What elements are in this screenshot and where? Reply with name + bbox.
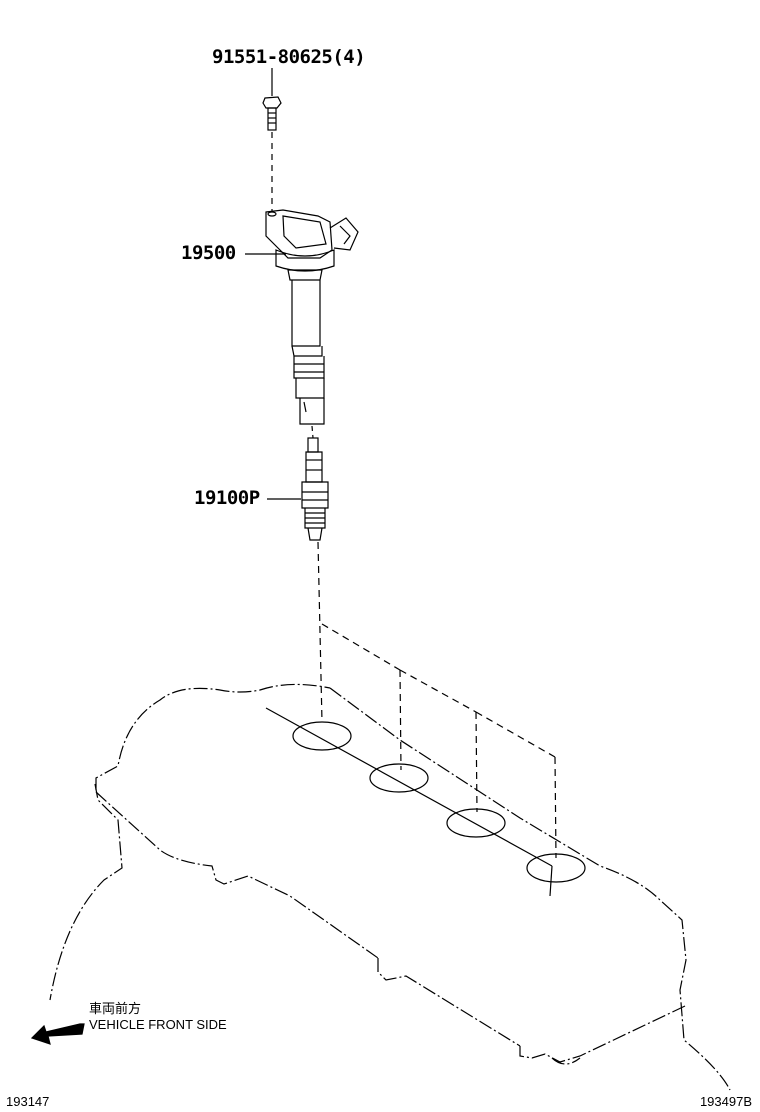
spark-plug-hole-4	[526, 853, 586, 883]
spark-plug-holes	[292, 721, 586, 883]
coil-dashed-axis	[311, 425, 314, 439]
bolt-part-number-label: 91551-80625(4)	[212, 46, 366, 68]
footer-right-code: 193497B	[699, 1094, 752, 1109]
vehicle-front-label-en: VEHICLE FRONT SIDE	[89, 1017, 227, 1032]
spark-plug-icon	[301, 437, 329, 541]
bolt-icon	[262, 96, 282, 131]
spark-plug-hole-3	[446, 808, 506, 838]
vehicle-front-label-jp: 車両前方	[89, 1001, 142, 1016]
cylinder-center-line	[265, 707, 553, 867]
cylinder-head-cover-outline	[49, 683, 731, 1091]
footer-left-code: 193147	[6, 1094, 50, 1109]
ignition-coil-icon	[265, 209, 359, 425]
ignition-coil-part-number-label: 19500	[181, 242, 236, 264]
spark-plug-hole-1	[292, 721, 352, 751]
arrow-down-left-icon	[30, 1023, 85, 1045]
spark-plug-axis-lines	[317, 541, 557, 859]
spark-plug-part-number-label: 19100P	[194, 487, 260, 509]
spark-plug-hole-2	[369, 763, 429, 793]
